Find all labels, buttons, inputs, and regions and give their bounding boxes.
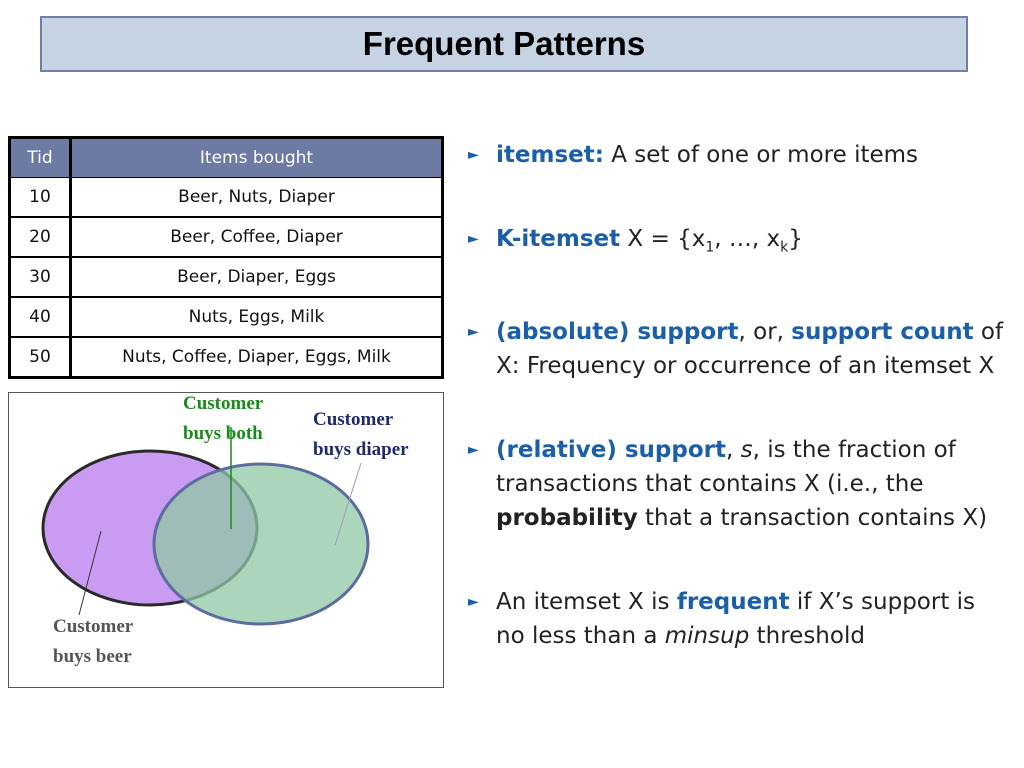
cell-items: Nuts, Eggs, Milk xyxy=(70,296,443,338)
bullet-arrow-icon: ► xyxy=(468,231,479,247)
bullet-relative-support: ► (relative) support, s, is the fraction… xyxy=(464,433,1004,535)
frequent-post: threshold xyxy=(749,622,865,649)
text-itemset: A set of one or more items xyxy=(603,142,919,168)
cell-tid: 10 xyxy=(9,177,72,218)
term-absolute-support: (absolute) support xyxy=(496,318,739,345)
term-frequent: frequent xyxy=(676,588,790,615)
slide-title: Frequent Patterns xyxy=(362,25,646,62)
definition-list: ► itemset: A set of one or more items ► … xyxy=(464,138,1004,653)
header-tid: Tid xyxy=(9,137,72,178)
frequent-pre: An itemset X is xyxy=(496,588,677,615)
relative-support-text1: , is the fraction of transactions that c… xyxy=(496,436,956,497)
diaper-label: Customer buys diaper xyxy=(313,405,409,465)
table-row: 50 Nuts, Coffee, Diaper, Eggs, Milk xyxy=(9,336,443,379)
bullet-k-itemset: ► K-itemset X = {x1, …, xk} xyxy=(464,222,1004,265)
k-itemset-post: } xyxy=(788,226,803,252)
table-row: 40 Nuts, Eggs, Milk xyxy=(9,296,443,338)
bullet-frequent: ► An itemset X is frequent if X’s suppor… xyxy=(464,585,1004,653)
k-itemset-sub1: 1 xyxy=(705,239,715,256)
diaper-label-line1: Customer xyxy=(313,409,394,430)
title-bar: Frequent Patterns xyxy=(40,16,968,72)
k-itemset-mid: , …, x xyxy=(714,226,781,252)
frequent-mid: if X’s support is no less than a xyxy=(496,588,976,649)
term-relative-support: (relative) support xyxy=(496,436,726,463)
k-itemset-sub2: k xyxy=(780,239,789,256)
venn-svg xyxy=(41,427,370,626)
beer-label-line1: Customer xyxy=(53,616,134,637)
cell-tid: 30 xyxy=(9,256,72,298)
relative-support-text2: that a transaction contains X) xyxy=(637,504,988,531)
bullet-itemset: ► itemset: A set of one or more items xyxy=(464,138,1004,172)
table-row: 30 Beer, Diaper, Eggs xyxy=(9,256,443,298)
term-minsup: minsup xyxy=(664,622,750,649)
beer-label-line2: buys beer xyxy=(53,646,132,667)
bullet-arrow-icon: ► xyxy=(468,147,479,163)
cell-tid: 20 xyxy=(9,216,72,258)
term-k-itemset: K-itemset xyxy=(496,226,621,252)
both-label: Customer buys both xyxy=(183,389,263,449)
cell-items: Nuts, Coffee, Diaper, Eggs, Milk xyxy=(70,336,443,379)
term-support-count: support count xyxy=(791,318,974,345)
both-label-line1: Customer xyxy=(183,393,264,414)
absolute-support-mid: , or, xyxy=(738,318,792,345)
bullet-absolute-support: ► (absolute) support, or, support count … xyxy=(464,315,1004,383)
cell-items: Beer, Diaper, Eggs xyxy=(70,256,443,298)
term-itemset: itemset: xyxy=(496,142,604,168)
cell-tid: 40 xyxy=(9,296,72,338)
bullet-arrow-icon: ► xyxy=(468,323,479,340)
diaper-label-line2: buys diaper xyxy=(313,439,409,460)
diaper-circle xyxy=(152,462,370,626)
cell-tid: 50 xyxy=(9,336,72,379)
cell-items: Beer, Coffee, Diaper xyxy=(70,216,443,258)
bullet-arrow-icon: ► xyxy=(468,441,479,458)
header-items: Items bought xyxy=(70,137,443,178)
venn-diagram: Customer buys both Customer buys diaper … xyxy=(8,392,444,688)
table-row: 10 Beer, Nuts, Diaper xyxy=(9,177,443,218)
k-itemset-pre: X = {x xyxy=(620,226,706,252)
table-row: 20 Beer, Coffee, Diaper xyxy=(9,216,443,258)
beer-label: Customer buys beer xyxy=(53,612,133,672)
bullet-arrow-icon: ► xyxy=(468,593,479,610)
transactions-table: Tid Items bought 10 Beer, Nuts, Diaper 2… xyxy=(8,136,444,379)
beer-pointer-line xyxy=(78,530,102,616)
table-header-row: Tid Items bought xyxy=(9,137,443,178)
diaper-pointer-line xyxy=(334,462,362,546)
both-label-line2: buys both xyxy=(183,423,263,444)
cell-items: Beer, Nuts, Diaper xyxy=(70,177,443,218)
absolute-support-text: of X: Frequency or occurrence of an item… xyxy=(496,318,1004,379)
relative-support-s: s xyxy=(740,436,753,463)
term-probability: probability xyxy=(496,504,638,531)
relative-support-comma: , xyxy=(725,436,741,463)
